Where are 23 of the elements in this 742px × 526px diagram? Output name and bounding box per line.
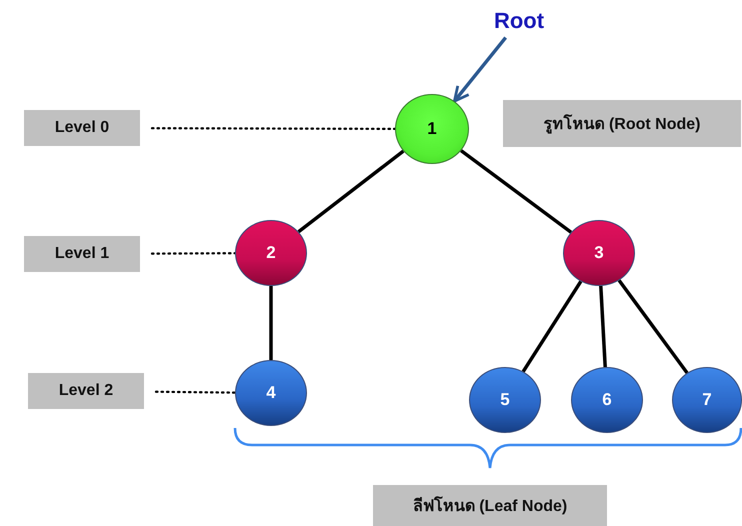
leaf-node-circle: 7 (672, 367, 742, 433)
tree-edge-line (618, 279, 688, 374)
tree-edge-line (460, 149, 572, 234)
dotted-leader-line (150, 127, 396, 130)
dotted-leader-line (154, 390, 236, 394)
legend-note-box: รูทโหนด (Root Node) (503, 100, 741, 147)
tree-edge-line (269, 286, 273, 360)
leaf-node-circle: 6 (571, 367, 643, 433)
tree-edge-line (298, 150, 404, 234)
tree-node-circle: 2 (235, 220, 307, 286)
tree-edge-line (599, 286, 607, 368)
level-label-box: Level 2 (28, 373, 144, 409)
root-label: Root (484, 6, 554, 36)
tree-node-circle: 3 (563, 220, 635, 286)
level-label-box: Level 0 (24, 110, 140, 146)
level-label-box: Level 1 (24, 236, 140, 272)
legend-note-box: ลีฟโหนด (Leaf Node) (373, 485, 607, 526)
root-node-circle: 1 (395, 94, 469, 164)
tree-edge-line (522, 280, 582, 372)
leaf-node-circle: 5 (469, 367, 541, 433)
arrow (453, 36, 508, 103)
leaf-node-circle: 4 (235, 360, 307, 426)
dotted-leader-line (150, 252, 236, 255)
